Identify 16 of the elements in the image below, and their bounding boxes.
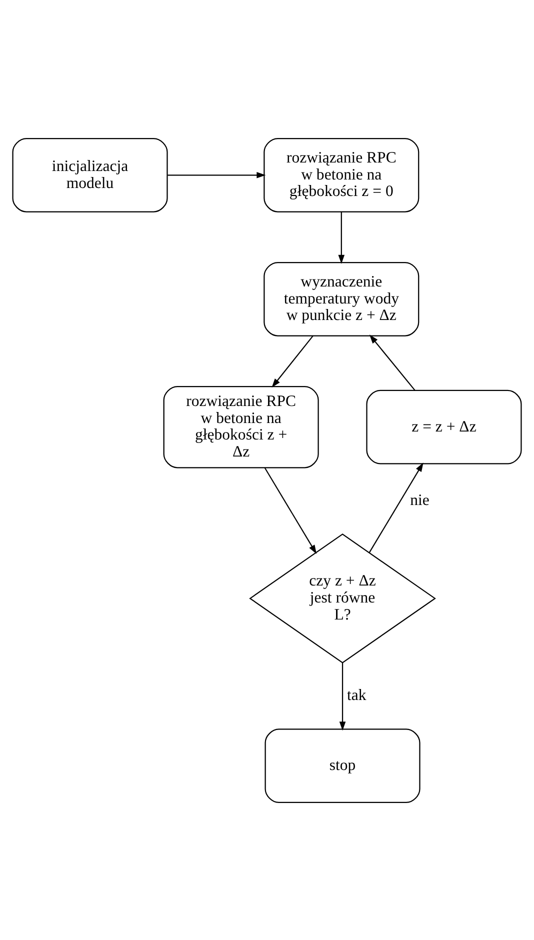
node-box: inicjalizacja modelu: [12, 137, 168, 212]
arrow: [369, 334, 416, 390]
node-box: rozwiązanie RPC w betonie na głębokości z + Δz: [163, 385, 319, 468]
arrow: [339, 662, 346, 730]
arrow: [272, 335, 314, 388]
edge-label: nie: [410, 492, 430, 509]
node-box: rozwiązanie RPC w betonie na głębokości z = 0: [264, 137, 420, 212]
node-box: stop: [264, 728, 420, 803]
edge-label: tak: [346, 686, 366, 704]
arrow: [338, 211, 345, 264]
node-box: wyznaczenie temperatury wody w punkcie z + Δz: [264, 261, 420, 336]
node-box: z = z + Δz: [366, 389, 522, 464]
arrow: [168, 171, 266, 178]
arrow: [368, 462, 424, 552]
node-diamond: czy z + Δz jest równe L?: [249, 533, 436, 663]
arrow: [264, 467, 317, 554]
